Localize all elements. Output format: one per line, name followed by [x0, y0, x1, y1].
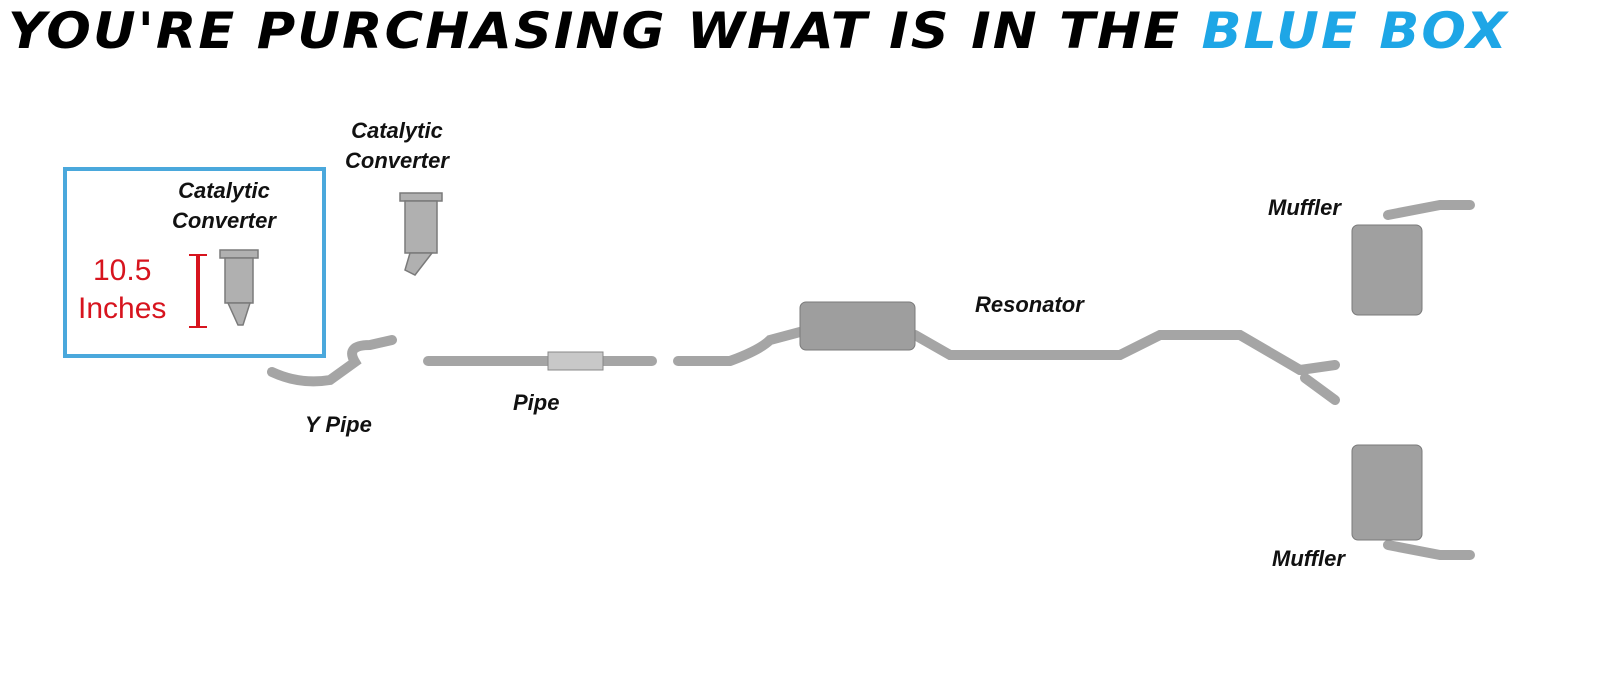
- measure-value: 10.5: [93, 254, 152, 287]
- muffler-bottom-label: Muffler: [1272, 546, 1345, 571]
- catalytic-converter-front: [399, 192, 443, 276]
- y-pipe: [267, 335, 397, 387]
- muffler-top: [1351, 224, 1423, 316]
- title-highlight: BLUE BOX: [1201, 2, 1509, 60]
- resonator: [799, 301, 916, 351]
- resonator-label: Resonator: [975, 292, 1084, 317]
- measure-unit: Inches: [78, 292, 167, 325]
- title-text: YOU'RE PURCHASING WHAT IS IN THE: [8, 2, 1202, 60]
- pipe-label: Pipe: [513, 390, 560, 415]
- muffler-top-label: Muffler: [1268, 195, 1341, 220]
- label-line: Converter: [345, 148, 449, 173]
- measure-bar: [196, 255, 200, 327]
- tail-pipe: [910, 330, 1305, 375]
- rear-pipe: [673, 327, 805, 366]
- measure-cap: [189, 254, 207, 256]
- label-line: Converter: [172, 208, 276, 233]
- blue-box-highlight: [63, 167, 326, 358]
- catalytic-converter-boxed: [219, 249, 259, 326]
- measure-cap: [189, 326, 207, 328]
- page-title: YOU'RE PURCHASING WHAT IS IN THE BLUE BO…: [8, 2, 1509, 60]
- label-line: Catalytic: [178, 178, 270, 203]
- y-pipe-label: Y Pipe: [305, 412, 372, 437]
- muffler-bottom: [1351, 444, 1423, 541]
- label-line: Catalytic: [351, 118, 443, 143]
